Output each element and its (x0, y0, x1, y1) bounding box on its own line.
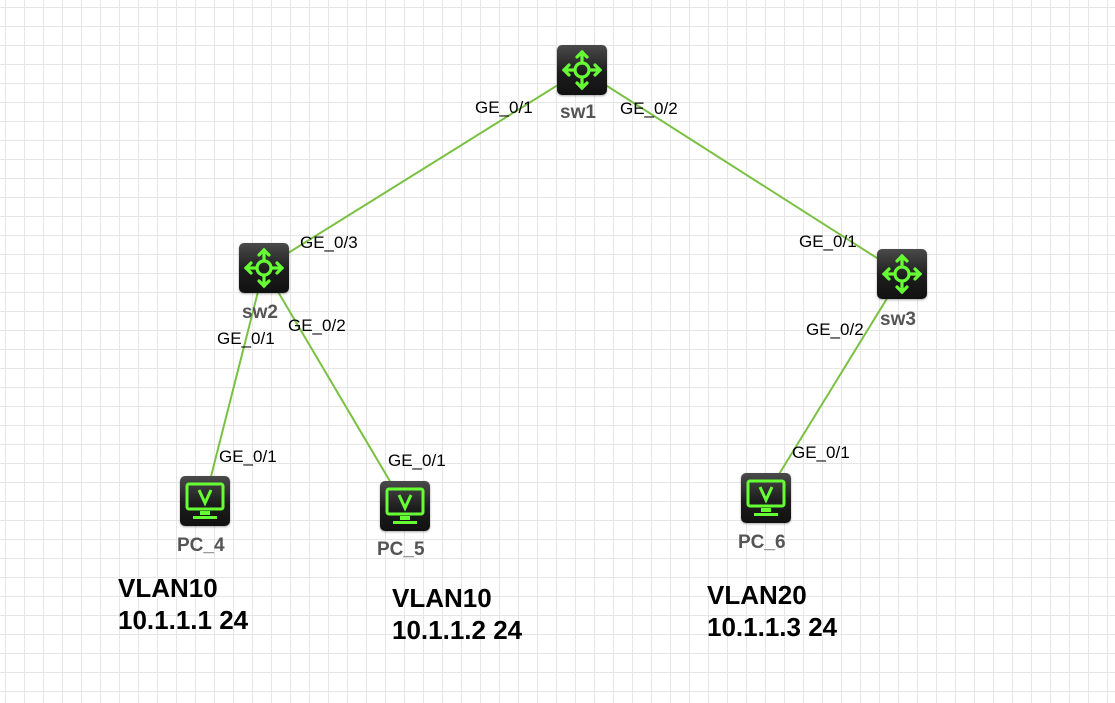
router-switch-icon (881, 253, 923, 295)
port-label-sw1-to-sw2: GE_0/1 (475, 98, 533, 117)
port-label-sw2-to-pc5: GE_0/2 (288, 316, 346, 335)
pc5-device[interactable] (380, 481, 430, 531)
link-sw2-pc5[interactable] (263, 267, 405, 506)
link-sw1-sw2[interactable] (263, 69, 583, 269)
pc4-vlan-text: VLAN10 (118, 573, 218, 603)
sw3-label: sw3 (880, 309, 916, 330)
pc4-label: PC_4 (177, 535, 225, 556)
port-label-pc5-to-sw2: GE_0/1 (388, 451, 446, 470)
pc-monitor-icon (385, 487, 425, 524)
sw1-label: sw1 (560, 102, 596, 123)
sw3-device[interactable] (877, 249, 927, 299)
pc4-note: VLAN10 10.1.1.1 24 (118, 572, 248, 636)
router-switch-icon (243, 247, 285, 289)
pc6-ip-text: 10.1.1.3 24 (707, 612, 838, 642)
link-sw1-sw3[interactable] (581, 69, 903, 275)
port-label-sw2-to-sw1: GE_0/3 (300, 233, 358, 252)
port-label-sw3-to-sw1: GE_0/1 (799, 232, 857, 251)
pc6-label: PC_6 (738, 532, 786, 553)
pc6-device[interactable] (741, 473, 791, 523)
pc5-note: VLAN10 10.1.1.2 24 (392, 582, 522, 646)
pc4-ip-text: 10.1.1.1 24 (118, 605, 249, 635)
link-sw2-pc4[interactable] (204, 267, 265, 501)
port-label-sw1-to-sw3: GE_0/2 (620, 99, 678, 118)
pc6-vlan-text: VLAN20 (707, 580, 807, 610)
link-sw3-pc6[interactable] (764, 273, 903, 498)
port-label-pc6-to-sw3: GE_0/1 (792, 443, 850, 462)
port-label-sw3-to-pc6: GE_0/2 (806, 320, 864, 339)
sw1-device[interactable] (557, 45, 607, 95)
sw2-label: sw2 (242, 302, 278, 323)
port-label-sw2-to-pc4: GE_0/1 (217, 329, 275, 348)
pc4-device[interactable] (180, 476, 230, 526)
pc-monitor-icon (185, 482, 225, 519)
pc6-note: VLAN20 10.1.1.3 24 (707, 579, 837, 643)
pc-monitor-icon (746, 479, 786, 516)
pc5-ip-text: 10.1.1.2 24 (392, 615, 523, 645)
pc5-label: PC_5 (377, 539, 425, 560)
pc5-vlan-text: VLAN10 (392, 583, 492, 613)
router-switch-icon (561, 49, 603, 91)
port-label-pc4-to-sw2: GE_0/1 (219, 447, 277, 466)
sw2-device[interactable] (239, 243, 289, 293)
